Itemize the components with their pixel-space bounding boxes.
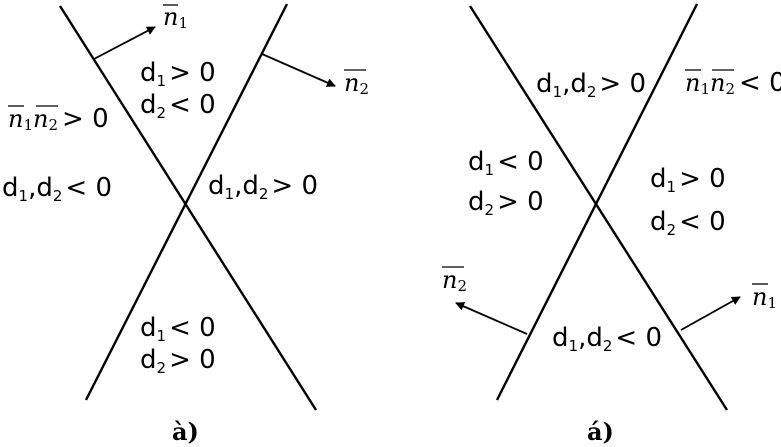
line-2-a: [84, 3, 289, 401]
bottom-d1-relation-a: d1< 0: [140, 313, 216, 345]
left-d1-d2-relation-a: d1,d2< 0: [2, 173, 112, 205]
right-d1-d2-relation-a: d1,d2> 0: [208, 171, 318, 203]
normal-n1-label-a: n1: [163, 3, 188, 32]
left-d1-relation-b: d1< 0: [468, 147, 544, 179]
left-dot-product-a: n1n2> 0: [8, 104, 109, 134]
left-d2-relation-b: d2> 0: [468, 187, 544, 219]
figure-a: n1 n2 d1> 0 d2< 0 n1n2> 0 d1,d2< 0 d1,d2…: [2, 3, 369, 446]
normal-n2-arrow-b: [455, 302, 528, 335]
line-1-b: [468, 5, 729, 411]
normal-n2-label-a: n2: [344, 69, 369, 98]
figure-b: d1,d2> 0 n1n2< 0 d1< 0 d2> 0 d1> 0 d2< 0…: [442, 3, 781, 446]
normal-n1-arrow-a: [93, 26, 156, 60]
top-d2-relation-a: d2< 0: [140, 90, 216, 122]
right-d1-relation-b: d1> 0: [650, 164, 726, 196]
right-d2-relation-b: d2< 0: [650, 207, 726, 239]
top-d1-relation-a: d1> 0: [140, 58, 216, 90]
normal-n1-label-b: n1: [752, 283, 777, 312]
figure-a-caption: à): [172, 417, 199, 446]
normal-n2-label-b: n2: [442, 266, 467, 295]
line-1-a: [58, 5, 318, 411]
figure-b-caption: á): [587, 417, 614, 446]
top-d1-d2-relation-b: d1,d2> 0: [536, 69, 646, 101]
normal-n2-arrow-a: [261, 53, 336, 87]
top-right-dot-product-b: n1n2< 0: [685, 68, 781, 98]
bottom-d1-d2-relation-b: d1,d2< 0: [552, 323, 662, 355]
line-2-b: [495, 3, 699, 401]
bottom-d2-relation-a: d2> 0: [140, 345, 216, 377]
normal-n1-arrow-b: [680, 296, 741, 331]
